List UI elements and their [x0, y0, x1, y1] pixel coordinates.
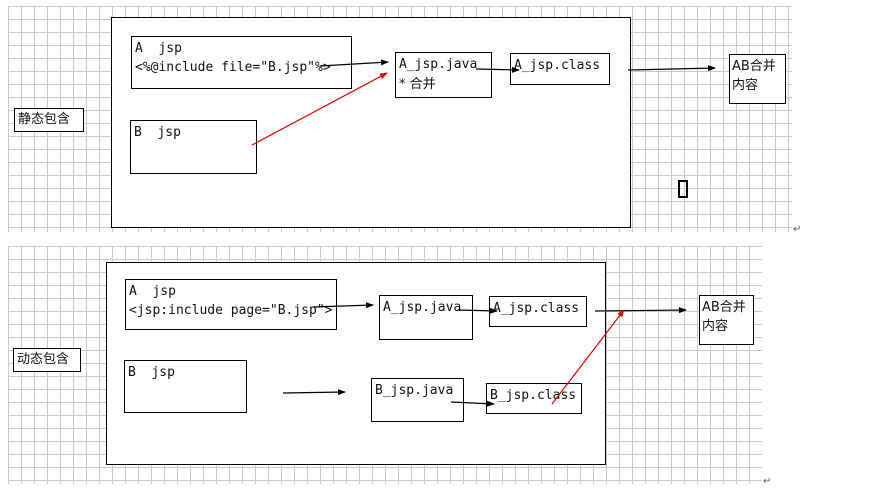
static-merge-note: * 合并	[399, 77, 436, 92]
dynamic-result-line1: AB合并	[702, 300, 746, 315]
static-result-line2: 内容	[732, 78, 759, 93]
dynamic-a-java-file-box: A_jsp.java	[379, 295, 473, 340]
text-cursor-marker	[678, 180, 688, 198]
static-arrow-b-merge-into-java	[251, 72, 388, 146]
dynamic-arrow-a-class-to-result	[594, 307, 687, 314]
static-include-directive: <%@include file="B.jsp"%>	[135, 60, 331, 75]
dynamic-b-java-file-box: B_jsp.java	[371, 378, 464, 422]
static-arrow-java-to-class	[475, 66, 520, 73]
dynamic-include-action: <jsp:include page="B.jsp">	[129, 303, 333, 318]
static-jsp-a-box: A jsp <%@include file="B.jsp"%>	[131, 36, 352, 89]
dynamic-b-class-file: B_jsp.class	[490, 388, 577, 403]
dynamic-arrow-b-java-to-class	[450, 400, 495, 407]
static-result-box: AB合并 内容	[729, 54, 786, 104]
dynamic-a-class-file: A_jsp.class	[493, 301, 580, 316]
dynamic-jsp-a-title: A jsp	[129, 284, 176, 299]
static-result-line1: AB合并	[732, 59, 776, 74]
static-java-file-box: A_jsp.java * 合并	[395, 52, 492, 98]
static-jsp-a-title: A jsp	[135, 41, 182, 56]
dynamic-result-box: AB合并 内容	[699, 295, 754, 345]
dynamic-jsp-a-box: A jsp <jsp:include page="B.jsp">	[125, 279, 337, 330]
dynamic-arrow-a-java-to-class	[457, 307, 498, 314]
static-arrow-class-to-result	[627, 65, 716, 72]
static-class-file: A_jsp.class	[514, 58, 601, 73]
static-section-label: 静态包含	[18, 112, 71, 127]
dynamic-arrow-b-to-java	[282, 389, 346, 396]
dynamic-jsp-b-title: B jsp	[128, 365, 175, 380]
static-section-label-box: 静态包含	[14, 108, 84, 132]
paragraph-mark-bottom: ↵	[763, 476, 772, 487]
dynamic-a-java-file: A_jsp.java	[383, 300, 462, 315]
static-class-file-box: A_jsp.class	[510, 53, 610, 85]
static-jsp-b-title: B jsp	[134, 125, 181, 140]
dynamic-section-label-box: 动态包含	[13, 348, 81, 372]
dynamic-arrow-a-to-java	[312, 302, 374, 309]
dynamic-result-line2: 内容	[702, 319, 729, 334]
static-arrow-a-to-java	[319, 59, 389, 67]
paragraph-mark-top: ↵	[793, 224, 802, 235]
dynamic-b-class-file-box: B_jsp.class	[486, 383, 582, 414]
dynamic-arrow-b-class-merge-output	[551, 309, 625, 405]
dynamic-section-label: 动态包含	[17, 352, 70, 367]
static-jsp-b-box: B jsp	[130, 120, 257, 174]
dynamic-a-class-file-box: A_jsp.class	[489, 296, 587, 327]
dynamic-b-java-file: B_jsp.java	[375, 383, 454, 398]
dynamic-jsp-b-box: B jsp	[124, 360, 247, 413]
static-java-file: A_jsp.java	[399, 57, 478, 72]
